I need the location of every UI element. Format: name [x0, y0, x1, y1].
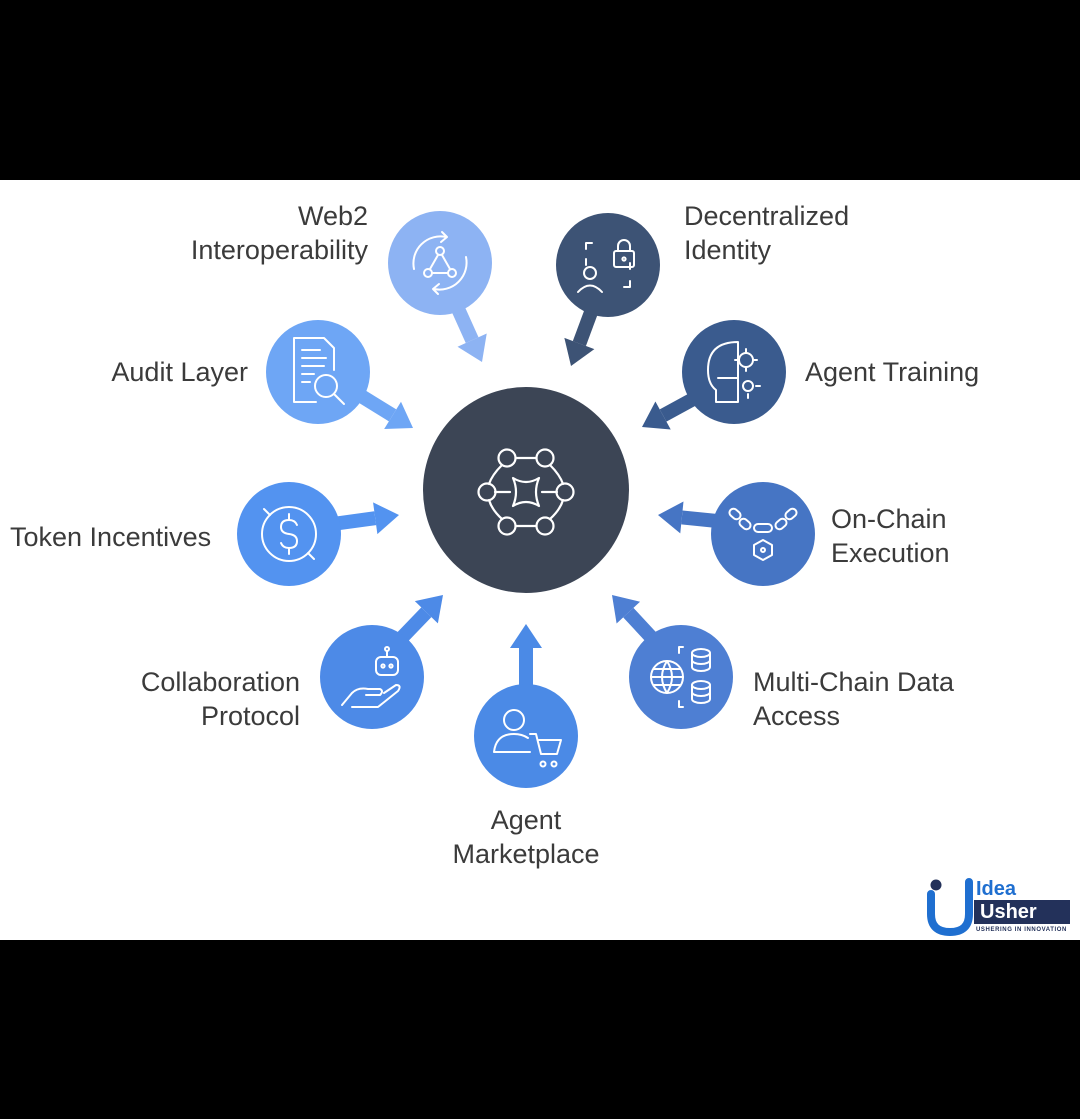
node-label-multi-chain-data-access: Multi-Chain Data Access: [753, 667, 955, 731]
brand-tagline: USHERING IN INNOVATION: [976, 927, 1067, 933]
brand-logo: Idea Usher USHERING IN INNOVATION: [926, 876, 1071, 938]
globe-database-icon: [650, 646, 711, 708]
user-cart-icon: [493, 709, 562, 768]
user-lock-icon: [577, 239, 635, 293]
node-circle-onchain: [711, 482, 815, 586]
node-label-collaboration-protocol: Collaboration Protocol: [140, 667, 300, 731]
chain-link-icon: [728, 507, 798, 561]
node-label-audit-layer: Audit Layer: [111, 357, 248, 387]
robot-hand-icon: [341, 646, 401, 708]
node-circle-training: [682, 320, 786, 424]
node-circle-collab: [320, 625, 424, 729]
sync-triangle-icon: [412, 231, 468, 295]
head-gears-icon: [707, 341, 761, 403]
brand-name-bottom-box: Usher: [974, 900, 1070, 924]
node-label-decentralized-identity: Decentralized Identity: [684, 201, 850, 265]
dollar-coin-icon: [261, 506, 317, 562]
node-label-on-chain-execution: On-Chain Execution: [831, 504, 950, 568]
network-hub-icon: [477, 448, 575, 536]
node-label-web2-interoperability: Web2 Interoperability: [190, 201, 368, 265]
node-label-token-incentives: Token Incentives: [10, 522, 212, 552]
document-search-icon: [293, 337, 345, 405]
node-circle-audit: [266, 320, 370, 424]
node-circle-web2: [388, 211, 492, 315]
hub-circle: [423, 387, 629, 593]
brand-name-bottom: Usher: [980, 901, 1037, 923]
node-label-agent-marketplace: Agent Marketplace: [452, 805, 600, 869]
brand-name-top: Idea: [976, 878, 1017, 900]
node-label-agent-training: Agent Training: [805, 357, 980, 387]
brand-u-mark-icon: [927, 878, 973, 937]
node-circle-identity: [556, 213, 660, 317]
